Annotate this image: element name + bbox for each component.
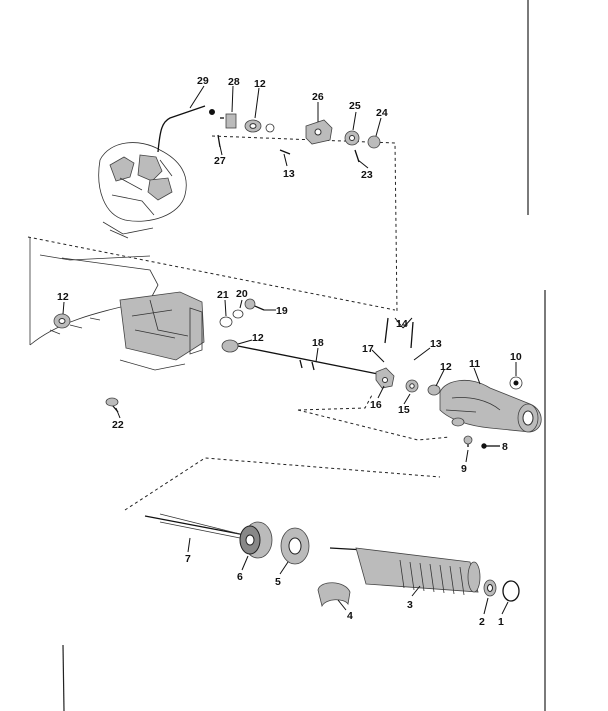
callout-28: 28: [228, 76, 240, 88]
callout-3: 3: [407, 599, 413, 611]
part-7-rod: [144, 515, 246, 536]
callout-20: 20: [236, 288, 248, 300]
callout-26: 26: [312, 91, 324, 103]
callout-25: 25: [349, 100, 361, 112]
callout-6: 6: [237, 571, 243, 583]
callout-labels: 29 28 12 26 25 24 27 13 23 12 21 20 19 1…: [57, 75, 522, 628]
callout-9: 9: [461, 463, 467, 475]
part-10-washer: [509, 376, 523, 390]
lower-shaft-group: [144, 513, 520, 608]
leader-lines: [62, 85, 517, 615]
callout-13: 13: [430, 338, 442, 350]
callout-17: 17: [362, 343, 374, 355]
callout-12: 12: [252, 332, 264, 344]
callout-19: 19: [276, 305, 288, 317]
part-18-shift-rod: [237, 345, 379, 375]
scan-edge-line-left: [62, 644, 65, 711]
part-28-fitting: [225, 113, 237, 129]
shift-lever-housing-group: [439, 376, 542, 449]
callout-13: 13: [283, 168, 295, 180]
part-24-nut: [367, 135, 381, 149]
part-21-washer: [219, 316, 233, 328]
callout-12: 12: [254, 78, 266, 90]
callout-29: 29: [197, 75, 209, 87]
callout-8: 8: [502, 441, 508, 453]
callout-27: 27: [214, 155, 226, 167]
middle-linkage-parts: [53, 298, 441, 413]
part-12-bushing-right: [427, 384, 441, 396]
upper-linkage-parts: [209, 109, 381, 163]
callout-21: 21: [217, 289, 229, 301]
callout-11: 11: [469, 358, 480, 370]
callout-16: 16: [370, 399, 382, 411]
part-12-bushing-mid: [221, 339, 239, 353]
part-22-bolt: [105, 397, 119, 407]
callout-5: 5: [275, 576, 281, 588]
callout-12: 12: [440, 361, 452, 373]
engine-housing: [29, 238, 205, 371]
callout-12: 12: [57, 291, 69, 303]
callout-1: 1: [498, 616, 504, 628]
callout-7: 7: [185, 553, 191, 565]
part-4-bearing-shell: [317, 582, 351, 608]
callout-14: 14: [396, 318, 408, 330]
callout-23: 23: [361, 169, 373, 181]
callout-18: 18: [312, 337, 324, 349]
assembly-guide-lines: [27, 135, 451, 511]
part-1-ring: [502, 580, 520, 602]
callout-15: 15: [398, 404, 410, 416]
callout-24: 24: [376, 107, 388, 119]
part-3-drive-shaft: [355, 547, 479, 593]
powerhead-assembly: [98, 105, 206, 239]
part-20-washer: [232, 309, 244, 319]
callout-2: 2: [479, 616, 485, 628]
callout-4: 4: [347, 610, 353, 622]
callout-22: 22: [112, 419, 124, 431]
callout-10: 10: [510, 351, 522, 363]
